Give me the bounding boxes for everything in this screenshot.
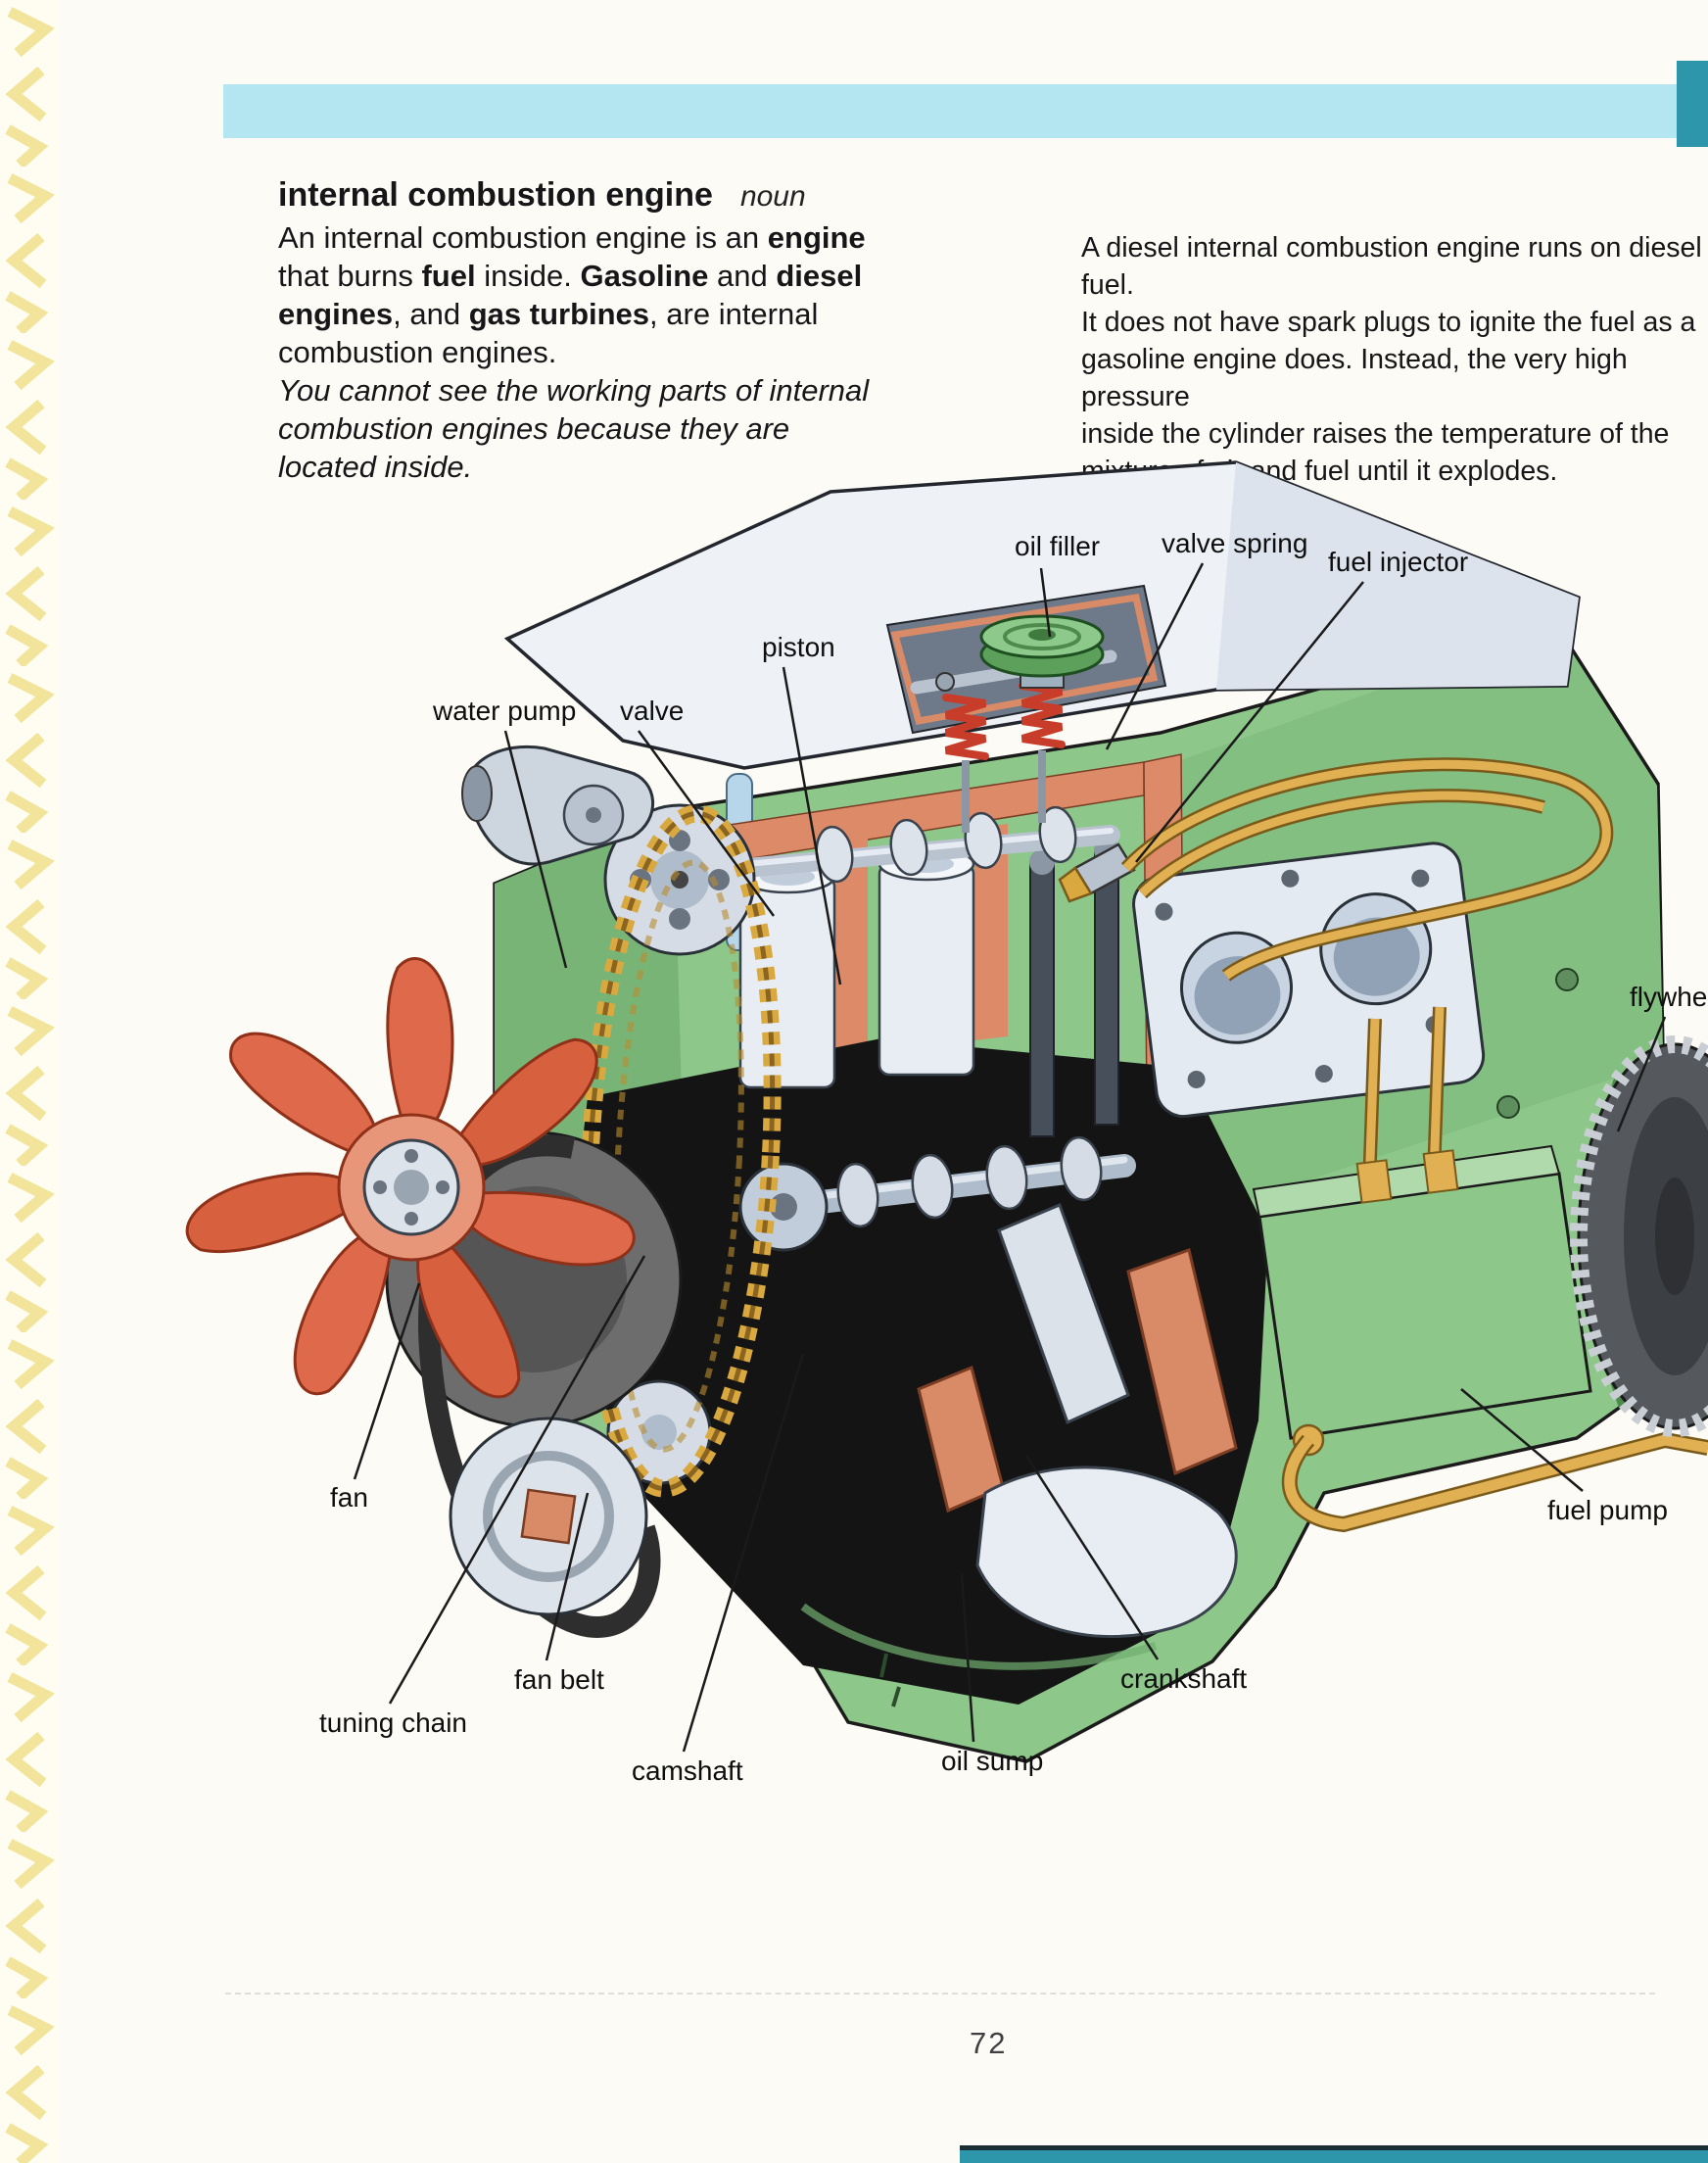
diagram-label-oil-filler: oil filler: [1015, 531, 1101, 561]
leader-line-oil-sump: [960, 1572, 975, 1743]
diagram-label-water-pump: water pump: [433, 696, 577, 726]
fan-part: [185, 957, 636, 1399]
oil-sump-part: [800, 1603, 1158, 1707]
leader-line-fan: [353, 1282, 421, 1480]
example-sentence: You cannot see the working parts of inte…: [278, 371, 869, 486]
diagram-label-camshaft: camshaft: [632, 1755, 743, 1786]
fuel-lines: [1120, 757, 1614, 1188]
definition: An internal combustion engine is an engi…: [278, 218, 869, 371]
headword: internal combustion engine: [278, 176, 713, 214]
diagram-label-flywheel: flywheel: [1630, 982, 1708, 1012]
camshaft-part: [738, 1135, 1136, 1252]
text-line: It does not have spark plugs to ignite t…: [1081, 307, 1696, 338]
text-line: located inside.: [278, 450, 473, 484]
timing-chain: [580, 803, 782, 1498]
diagram-label-piston: piston: [762, 632, 835, 662]
fuel-injector-part: [1058, 842, 1136, 903]
diagram-label-valve: valve: [620, 696, 685, 726]
text-line: You cannot see the working parts of inte…: [278, 373, 870, 408]
leader-line-valve: [637, 730, 776, 917]
header-accent-block: [1677, 61, 1708, 147]
crankshaft-parts: [917, 1203, 1238, 1639]
header-bar: [223, 84, 1708, 138]
leader-line-water-pump: [503, 730, 568, 969]
part-of-speech: noun: [739, 180, 806, 213]
dictionary-entry: internal combustion engine noun An intern…: [278, 174, 869, 486]
text-line: gasoline engine does. Instead, the very …: [1081, 344, 1628, 412]
diagram-label-fan: fan: [330, 1482, 368, 1513]
diagram-label-crankshaft: crankshaft: [1120, 1663, 1248, 1694]
rocker-shaft: [736, 805, 1120, 884]
text-line: inside the cylinder raises the temperatu…: [1081, 418, 1670, 450]
text-line: A diesel internal combustion engine runs…: [1081, 232, 1702, 301]
text-line: engines, and gas turbines, are internal: [278, 297, 819, 331]
text-line: An internal combustion engine is an engi…: [278, 220, 866, 255]
leader-line-fuel-injector: [1135, 581, 1364, 863]
fuel-pump-part: [1252, 1144, 1708, 1533]
text-line: combustion engines because they are: [278, 411, 790, 446]
diagram-label-fuel-injector: fuel injector: [1328, 547, 1469, 577]
leader-line-fuel-pump: [1460, 1388, 1584, 1492]
page-number: 72: [970, 2026, 1008, 2060]
leader-line-fan-belt: [545, 1492, 590, 1661]
diagram-label-fan-belt: fan belt: [514, 1664, 604, 1695]
footer-accent-bar: [960, 2145, 1708, 2163]
leader-line-camshaft: [682, 1353, 805, 1753]
water-pump-part: [461, 745, 655, 866]
leader-line-crankshaft: [1024, 1455, 1160, 1660]
diagram-label-oil-sump: oil sump: [941, 1746, 1044, 1776]
entry-headline: internal combustion engine noun: [278, 174, 869, 217]
leader-line-oil-filler: [1039, 567, 1052, 638]
leader-line-piston: [782, 666, 842, 985]
faint-divider: [225, 1993, 1655, 1995]
leader-line-tuning-chain: [388, 1255, 646, 1705]
side-note-paragraph: A diesel internal combustion engine runs…: [1081, 229, 1708, 490]
flywheel-part: [1570, 1035, 1708, 1437]
text-line: that burns fuel inside. Gasoline and die…: [278, 259, 863, 293]
leader-line-flywheel: [1616, 1016, 1667, 1132]
diagram-label-valve-spring: valve spring: [1162, 528, 1308, 558]
leader-line-valve-spring: [1105, 562, 1205, 750]
diagram-label-fuel-pump: fuel pump: [1547, 1495, 1668, 1525]
text-line: combustion engines.: [278, 335, 557, 369]
decorative-left-border: [0, 0, 59, 2163]
diagram-label-tuning-chain: tuning chain: [319, 1707, 468, 1738]
